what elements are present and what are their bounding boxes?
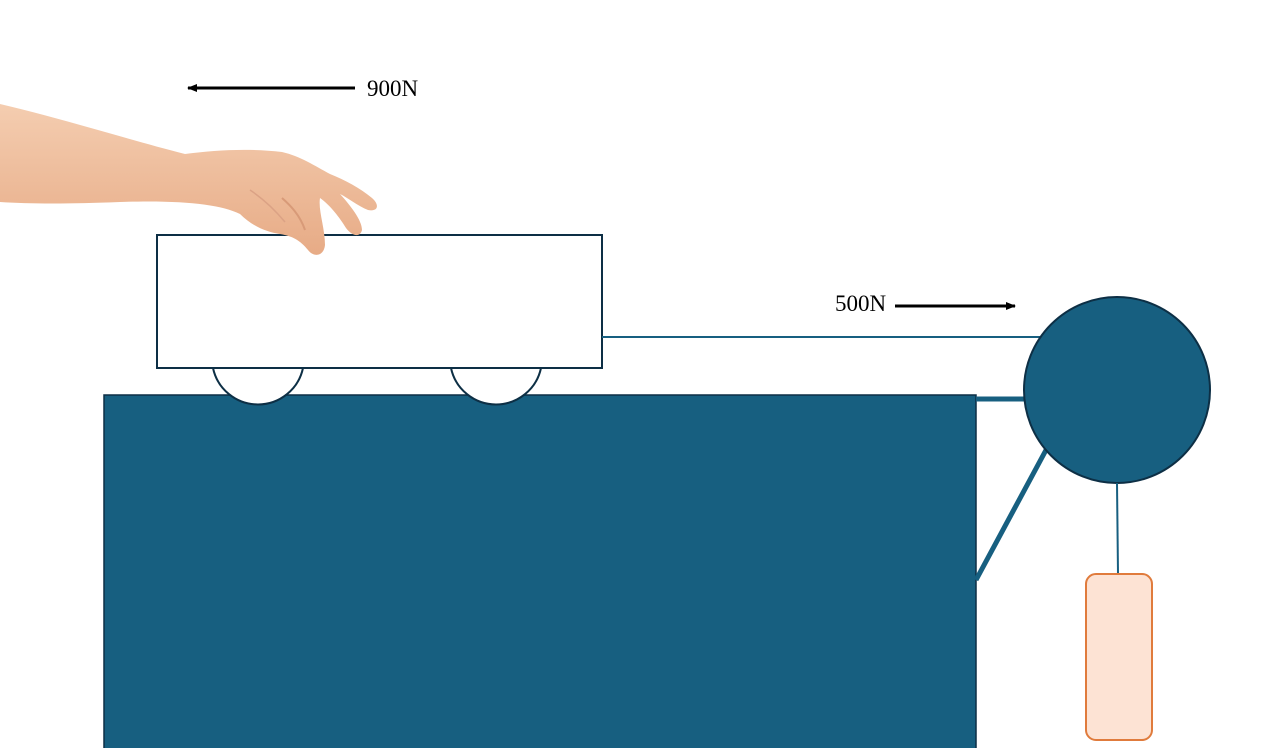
- pulley-bracket-diagonal: [973, 448, 1049, 582]
- hanging-mass: [1085, 573, 1153, 741]
- pulley-wheel: [1023, 296, 1211, 484]
- hand-arm: [0, 104, 377, 255]
- hand-thumb-crease: [249, 189, 286, 223]
- cart-body: [156, 234, 603, 369]
- hand-finger-crease: [281, 197, 306, 231]
- force-label-900: 900N: [367, 76, 419, 101]
- hand-image: [0, 104, 377, 255]
- cart-wheel-left: [212, 367, 304, 406]
- force-label-500: 500N: [835, 291, 887, 316]
- vertical-string: [1116, 482, 1119, 575]
- table-block: [103, 394, 977, 748]
- cart-wheel-right: [450, 367, 542, 406]
